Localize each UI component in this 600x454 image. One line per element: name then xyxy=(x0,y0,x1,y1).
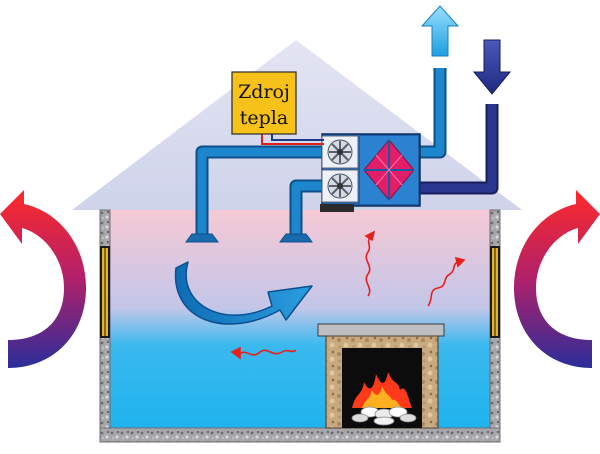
supply-duct-left xyxy=(195,145,324,236)
heat-exchanger-icon xyxy=(360,136,418,204)
window-left xyxy=(100,246,110,338)
heat-source-label-line1: Zdroj xyxy=(238,81,290,103)
fire-icon xyxy=(351,372,417,426)
heat-recovery-unit xyxy=(320,133,421,212)
exhaust-duct xyxy=(418,68,447,159)
intake-duct xyxy=(418,104,499,195)
heat-source-pipes xyxy=(261,134,324,145)
extract-duct xyxy=(289,179,324,236)
extract-vent xyxy=(279,233,313,243)
curved-arrow-icon xyxy=(0,190,86,368)
heat-wave-icon xyxy=(427,256,466,307)
curved-arrow-icon xyxy=(514,190,600,368)
fireplace xyxy=(317,323,445,429)
up-arrow-icon xyxy=(420,5,460,57)
air-circulation-arrow xyxy=(174,261,313,325)
fan-icon xyxy=(321,169,359,203)
heat-source-label: Zdroj tepla xyxy=(231,71,297,135)
supply-vent-left xyxy=(185,233,219,243)
heat-wave-icon xyxy=(230,346,297,360)
heat-source-label-line2: tepla xyxy=(240,107,288,129)
fan-icon xyxy=(321,135,359,169)
down-arrow-icon xyxy=(472,39,512,95)
floor xyxy=(99,427,501,443)
heat-wave-icon xyxy=(364,230,376,297)
window-right xyxy=(490,246,500,338)
